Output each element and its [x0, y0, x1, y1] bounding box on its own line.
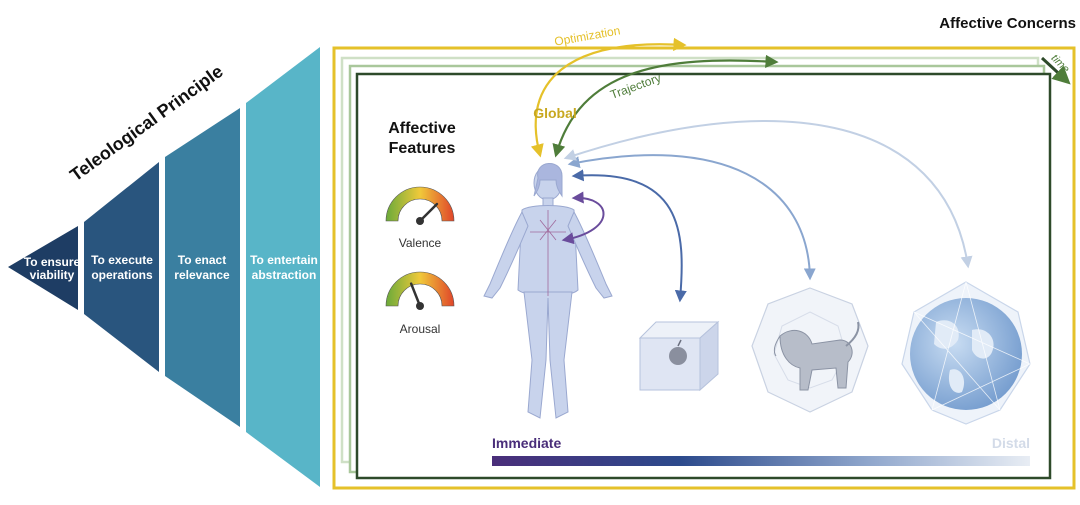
dog-dodecahedron-icon: [751, 287, 869, 413]
frame-trajectory: [355, 72, 1052, 480]
earth-icosahedron-icon: [901, 281, 1031, 425]
apple-cube-icon: [638, 320, 720, 392]
segment-relevance-line2: relevance: [174, 268, 230, 282]
valence-label: Valence: [399, 236, 442, 250]
affective-concerns-title: Affective Concerns: [939, 15, 1076, 32]
global-label: Global: [533, 105, 577, 121]
arousal-label: Arousal: [400, 322, 441, 336]
teleological-pyramid: To ensure viability To execute operation…: [8, 47, 320, 487]
segment-relevance-line1: To enact: [178, 253, 226, 267]
segment-abstraction-line2: abstraction: [252, 268, 317, 282]
segment-abstraction: [246, 47, 320, 487]
segment-operations: [84, 162, 159, 372]
immediacy-gradient-bar: [492, 456, 1030, 466]
distal-label: Distal: [992, 435, 1030, 451]
segment-viability-line1: To ensure: [24, 255, 81, 269]
segment-viability-line2: viability: [30, 268, 75, 282]
segment-operations-line1: To execute: [91, 253, 153, 267]
optimization-label: Optimization: [553, 23, 621, 48]
affective-features-title-line2: Features: [389, 140, 456, 157]
earth-arrow: [563, 120, 973, 269]
affective-features: Affective Features Valence Arousal: [385, 120, 456, 336]
segment-operations-line2: operations: [91, 268, 153, 282]
arousal-gauge-icon: [385, 271, 455, 310]
time-arrow: [1040, 56, 1071, 85]
valence-gauge-icon: [385, 186, 455, 225]
affective-features-title-line1: Affective: [388, 120, 456, 137]
immediacy-scale: Immediate Distal: [492, 435, 1030, 466]
scale-arrows: [561, 120, 973, 303]
segment-viability: [8, 226, 78, 310]
segment-relevance: [165, 108, 240, 427]
segment-abstraction-line1: To entertain: [250, 253, 318, 267]
immediate-label: Immediate: [492, 435, 561, 451]
trajectory-arrow: [552, 54, 779, 158]
